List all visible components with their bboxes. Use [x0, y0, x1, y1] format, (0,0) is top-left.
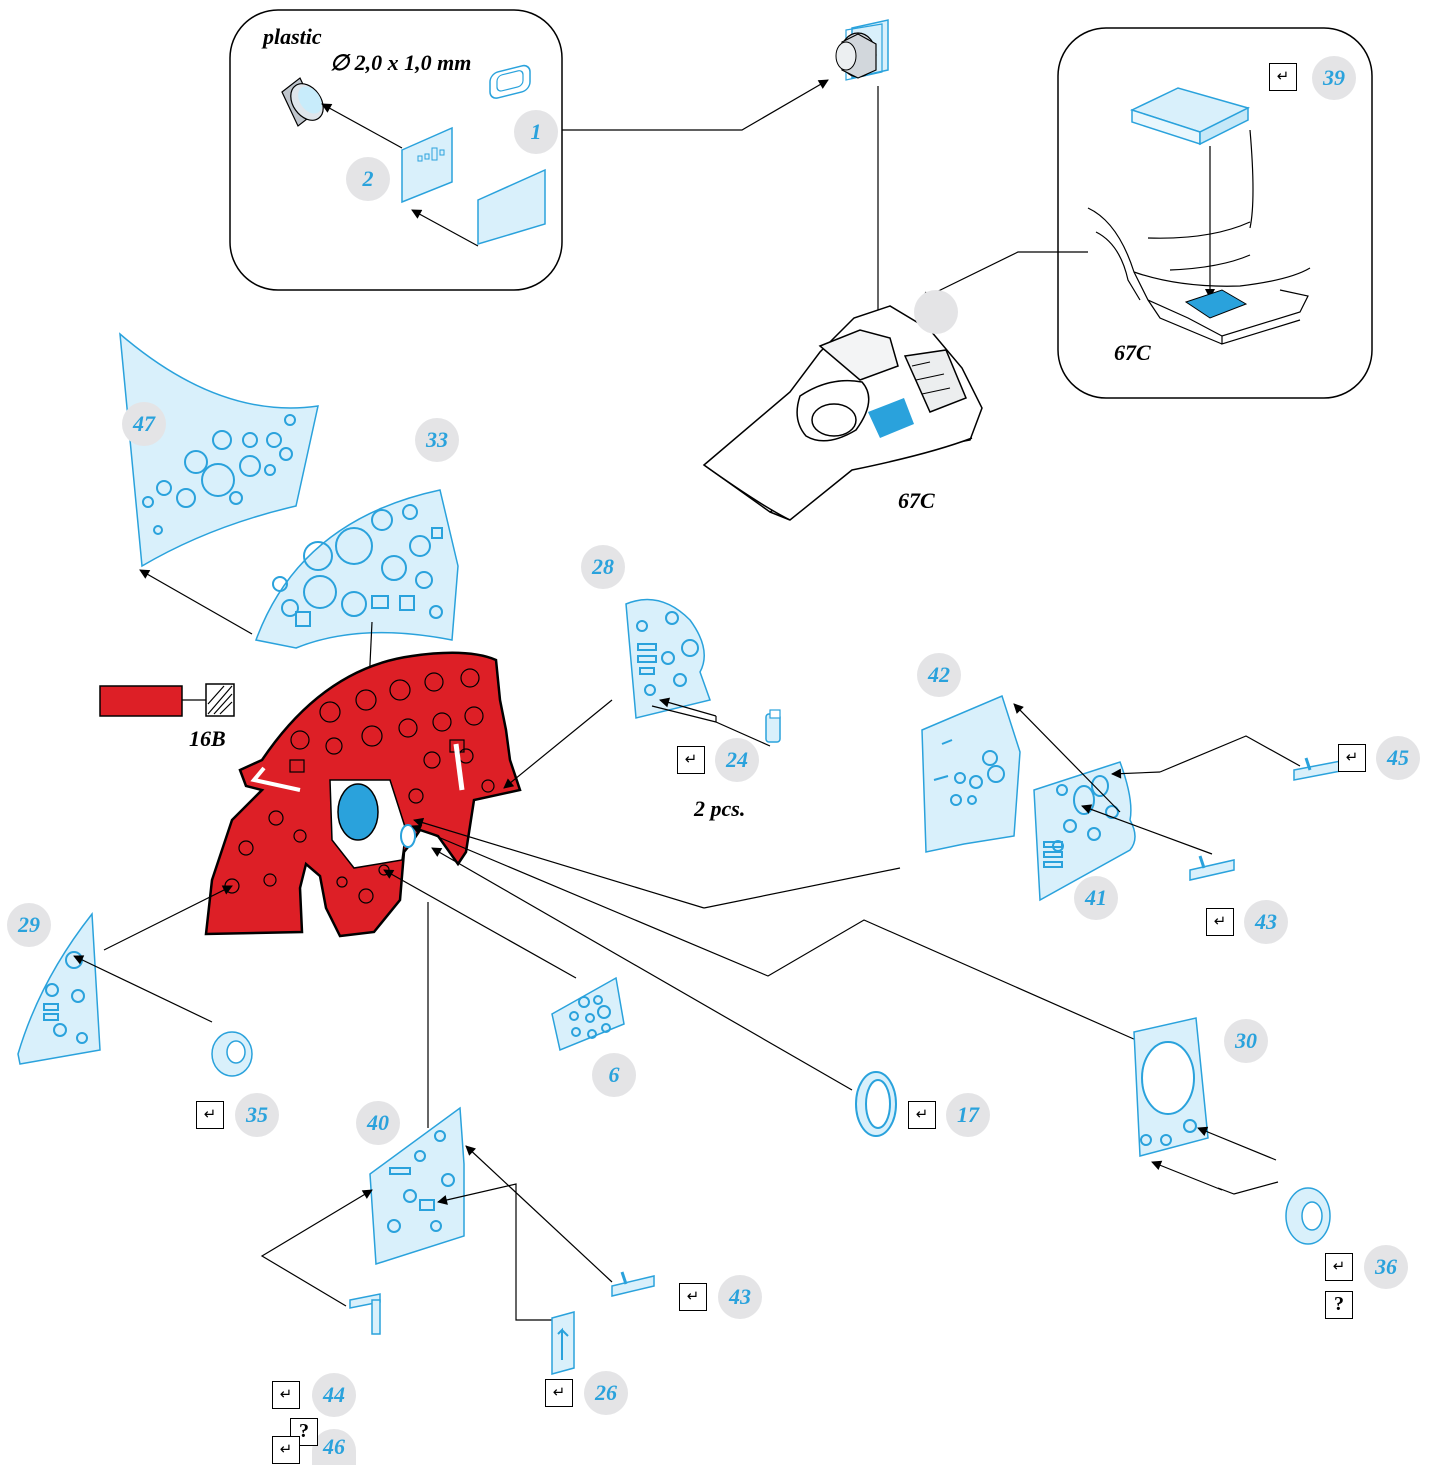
part-number-36: 36: [1364, 1245, 1408, 1289]
fold-icon: ↵: [196, 1101, 224, 1129]
part-number-39: 39: [1312, 56, 1356, 100]
part-43-switch-right: [1189, 855, 1235, 881]
fold-icon: ↵: [272, 1436, 300, 1464]
two-pcs-label: 2 pcs.: [694, 796, 746, 821]
color-chip-16b: [99, 683, 235, 717]
part-number-46: 46: [312, 1429, 356, 1465]
part-number-45: 45: [1376, 736, 1420, 780]
fold-icon: ↵: [1206, 908, 1234, 936]
color-code-label: 16B: [189, 726, 226, 751]
fold-icon: ↵: [545, 1379, 573, 1407]
part-number-43-right: 43: [1244, 900, 1288, 944]
part-41-panel: [1033, 761, 1136, 902]
part-40-panel: [369, 1106, 465, 1266]
main-instrument-panel: [204, 651, 522, 938]
part-26-switch: [551, 1311, 575, 1375]
part-6-panel: [551, 976, 625, 1052]
part-number-24: 24: [715, 738, 759, 782]
part-number-29: 29: [7, 903, 51, 947]
part-1-bezel: [477, 64, 546, 246]
part-number-30: 30: [1224, 1019, 1268, 1063]
part-number-40: 40: [356, 1101, 400, 1145]
part-39-box: [1129, 87, 1251, 146]
part-number-1: 1: [514, 110, 558, 154]
part-67c-label: 67C: [898, 488, 935, 513]
installed-gauge: [835, 19, 889, 81]
part-number-17: 17: [946, 1093, 990, 1137]
part-30-panel: [1133, 1017, 1209, 1157]
part-number-42: 42: [917, 653, 961, 697]
console-67c: [702, 305, 983, 521]
fold-icon: ↵: [1325, 1253, 1353, 1281]
fold-icon: ↵: [908, 1101, 936, 1129]
part-number-33: 33: [415, 418, 459, 462]
part-24-switch: [765, 709, 781, 743]
console-67c-detail: [1087, 129, 1311, 345]
part-number-41: 41: [1074, 876, 1118, 920]
fold-icon: ↵: [1338, 744, 1366, 772]
part-42-film: [921, 694, 1021, 853]
part-number-26: 26: [584, 1371, 628, 1415]
part-35-bezel: [211, 1031, 253, 1077]
part-33-panel: [254, 489, 459, 649]
console-67c-highlight: [868, 398, 914, 438]
fold-icon: ↵: [272, 1381, 300, 1409]
part-67c-detail-label: 67C: [1114, 340, 1151, 365]
part-number-35: 35: [235, 1093, 279, 1137]
part-2-film: [401, 126, 453, 204]
part-43-switch-left: [611, 1271, 655, 1297]
part-36-bezel: [1285, 1187, 1331, 1245]
part-number-43-left: 43: [718, 1275, 762, 1319]
part-number-2: 2: [346, 157, 390, 201]
part-number-6: 6: [592, 1053, 636, 1097]
question-icon: ?: [1325, 1291, 1353, 1319]
detail-box-console: [1057, 27, 1373, 399]
plastic-label: plastic: [263, 24, 322, 49]
part-number-47: 47: [122, 402, 166, 446]
part-44-switch: [349, 1293, 381, 1335]
fold-icon: ↵: [677, 746, 705, 774]
plastic-disc: [281, 77, 324, 127]
part-number-28: 28: [581, 545, 625, 589]
dimension-label: ∅ 2,0 x 1,0 mm: [330, 50, 472, 75]
fold-icon: ↵: [679, 1283, 707, 1311]
part-number-42-hidden: [914, 290, 958, 334]
part-17-ring: [855, 1071, 897, 1137]
fold-icon: ↵: [1269, 63, 1297, 91]
part-28-panel: [625, 598, 711, 719]
part-47-film: [119, 332, 319, 568]
detail-box-gauge: [229, 9, 563, 291]
part-number-44: 44: [312, 1373, 356, 1417]
